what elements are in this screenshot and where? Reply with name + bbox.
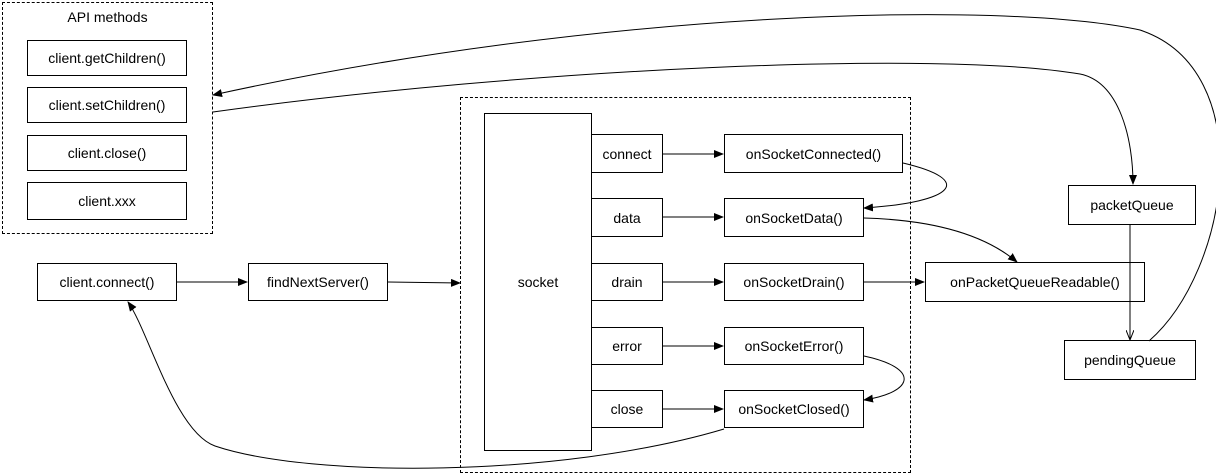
event-close: close	[591, 390, 663, 428]
event-error: error	[591, 327, 663, 365]
on-packet-queue-readable-box: onPacketQueueReadable()	[925, 262, 1145, 302]
handler-on-socket-data: onSocketData()	[724, 198, 864, 237]
api-method-set-children: client.setChildren()	[27, 87, 187, 123]
socket-box: socket	[484, 113, 592, 451]
arrow-data-to-readable	[863, 217, 1018, 263]
find-next-server-box: findNextServer()	[248, 263, 388, 301]
arrow-closed-to-connect	[127, 301, 725, 469]
arrow-pending-to-api	[212, 14, 1216, 342]
arrow-find-to-socket	[387, 278, 461, 287]
api-methods-group: API methods	[2, 2, 213, 234]
event-data: data	[591, 198, 663, 237]
handler-on-socket-drain: onSocketDrain()	[724, 263, 864, 301]
client-connect-box: client.connect()	[37, 263, 177, 301]
pending-queue-box: pendingQueue	[1064, 340, 1196, 380]
arrow-connected-to-data	[863, 162, 948, 212]
arrow-api-to-packet-queue	[212, 62, 1137, 185]
event-drain: drain	[591, 263, 663, 301]
handler-on-socket-error: onSocketError()	[724, 327, 864, 365]
api-method-get-children: client.getChildren()	[27, 40, 187, 76]
arrow-error-to-closed	[863, 355, 905, 403]
handler-on-socket-closed: onSocketClosed()	[724, 390, 864, 428]
packet-queue-box: packetQueue	[1068, 185, 1196, 225]
api-method-xxx: client.xxx	[27, 182, 187, 220]
api-method-close: client.close()	[27, 135, 187, 171]
event-connect: connect	[591, 134, 663, 173]
handler-on-socket-connected: onSocketConnected()	[724, 134, 903, 173]
api-methods-title: API methods	[67, 9, 148, 25]
